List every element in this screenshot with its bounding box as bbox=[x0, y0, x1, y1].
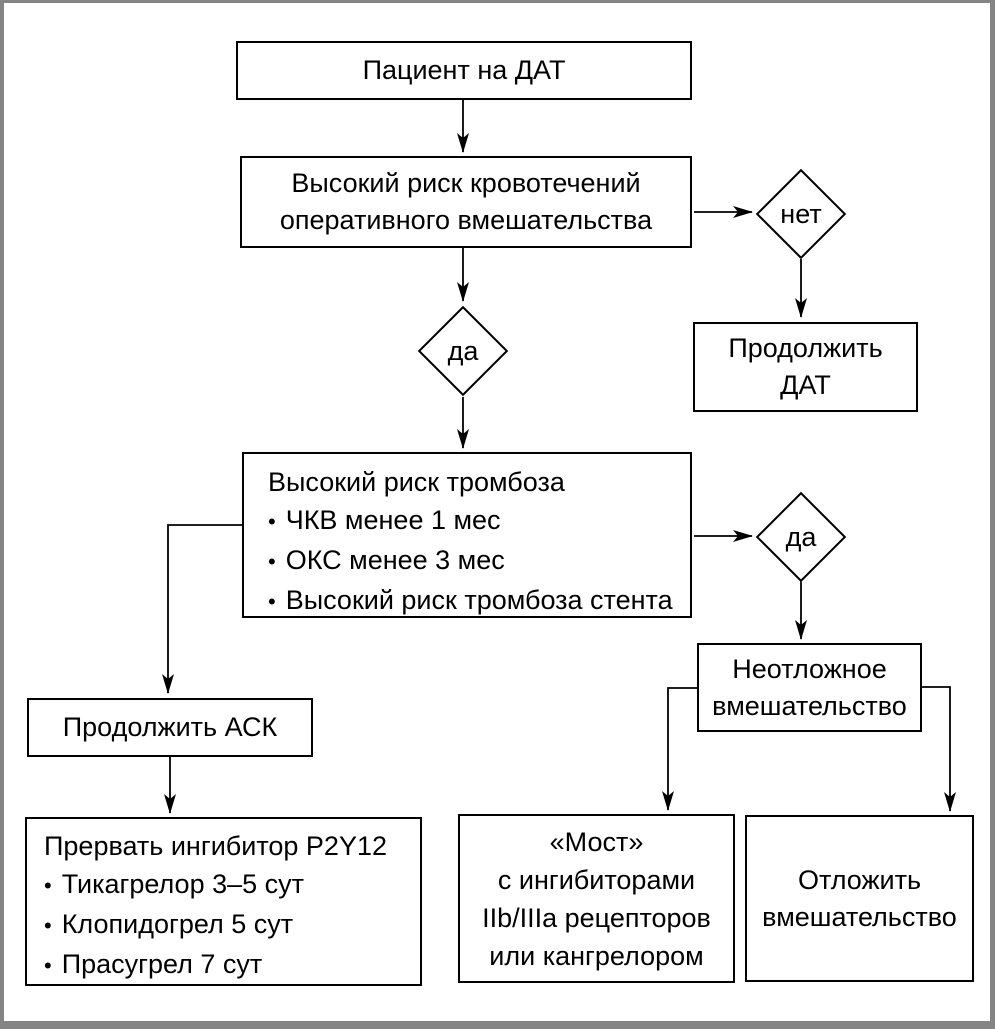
thrombosis-bullet-3-text: Высокий риск тромбоза стента bbox=[285, 585, 673, 615]
edge-urgent-to-bridge bbox=[662, 687, 697, 811]
node-bridge-line1: «Мост» bbox=[549, 826, 644, 857]
node-bridge-line4: или кангрелором bbox=[489, 940, 704, 971]
thrombosis-bullet-3: • Высокий риск тромбоза стента bbox=[268, 581, 673, 621]
interrupt-bullet-2: • Клопидогрел 5 сут bbox=[44, 905, 293, 945]
bullet-icon: • bbox=[268, 589, 276, 614]
node-postpone-line2: вмешательство bbox=[762, 901, 957, 932]
node-urgent-intervention: Неотложное вмешательство bbox=[697, 643, 922, 732]
bullet-icon: • bbox=[268, 509, 276, 534]
node-urgent-line2: вмешательство bbox=[712, 690, 907, 721]
thrombosis-bullet-1-text: ЧКВ менее 1 мес bbox=[285, 505, 501, 535]
bullet-icon: • bbox=[44, 953, 52, 978]
node-thrombosis-risk-title: Высокий риск тромбоза bbox=[268, 467, 565, 497]
node-patient-label: Пациент на ДАТ bbox=[362, 55, 566, 85]
node-interrupt-p2y12: Прервать ингибитор P2Y12 • Тикагрелор 3–… bbox=[25, 817, 422, 986]
flowchart-canvas: Пациент на ДАТ Высокий риск кровотечений… bbox=[4, 3, 990, 1021]
node-interrupt-p2y12-title: Прервать ингибитор P2Y12 bbox=[44, 831, 387, 861]
node-continue-dat-line1: Продолжить bbox=[728, 333, 883, 363]
node-postpone-line1: Отложить bbox=[797, 864, 922, 895]
bullet-icon: • bbox=[44, 873, 52, 898]
node-thrombosis-risk: Высокий риск тромбоза • ЧКВ менее 1 мес … bbox=[242, 452, 692, 618]
decision-yes-top-label: да bbox=[447, 336, 479, 366]
bullet-icon: • bbox=[44, 913, 52, 938]
thrombosis-bullet-1: • ЧКВ менее 1 мес bbox=[268, 501, 501, 541]
edge-thrombosis-risk-to-continue-ask bbox=[162, 524, 242, 694]
edge-urgent-to-postpone bbox=[922, 686, 956, 812]
node-bridge: «Мост» с ингибиторами IIb/IIIa рецепторо… bbox=[458, 814, 735, 983]
node-bridge-line2: с ингибиторами bbox=[497, 864, 696, 895]
interrupt-bullet-2-text: Клопидогрел 5 сут bbox=[61, 909, 294, 939]
interrupt-bullet-3-text: Прасугрел 7 сут bbox=[61, 949, 263, 979]
thrombosis-bullet-2: • ОКС менее 3 мес bbox=[268, 541, 505, 581]
node-continue-ask: Продолжить АСК bbox=[27, 698, 313, 757]
node-postpone: Отложить вмешательство bbox=[745, 815, 974, 982]
node-continue-dat-line2: ДАТ bbox=[780, 370, 831, 400]
node-bleeding-risk: Высокий риск кровотечений оперативного в… bbox=[240, 156, 692, 248]
node-bridge-line3: IIb/IIIa рецепторов bbox=[482, 902, 711, 933]
node-patient-on-dat: Пациент на ДАТ bbox=[236, 41, 692, 100]
interrupt-bullet-1: • Тикагрелор 3–5 сут bbox=[44, 865, 304, 905]
node-continue-ask-label: Продолжить АСК bbox=[62, 712, 278, 742]
node-bleeding-risk-line2: оперативного вмешательства bbox=[279, 205, 653, 235]
interrupt-bullet-1-text: Тикагрелор 3–5 сут bbox=[61, 869, 305, 899]
bullet-icon: • bbox=[268, 549, 276, 574]
thrombosis-bullet-2-text: ОКС менее 3 мес bbox=[285, 545, 505, 575]
node-bleeding-risk-line1: Высокий риск кровотечений bbox=[291, 168, 641, 198]
interrupt-bullet-3: • Прасугрел 7 сут bbox=[44, 945, 262, 985]
decision-yes-right-label: да bbox=[785, 522, 817, 552]
node-urgent-line1: Неотложное bbox=[732, 653, 887, 684]
decision-no-label: нет bbox=[780, 199, 822, 229]
node-continue-dat: Продолжить ДАТ bbox=[693, 322, 918, 412]
